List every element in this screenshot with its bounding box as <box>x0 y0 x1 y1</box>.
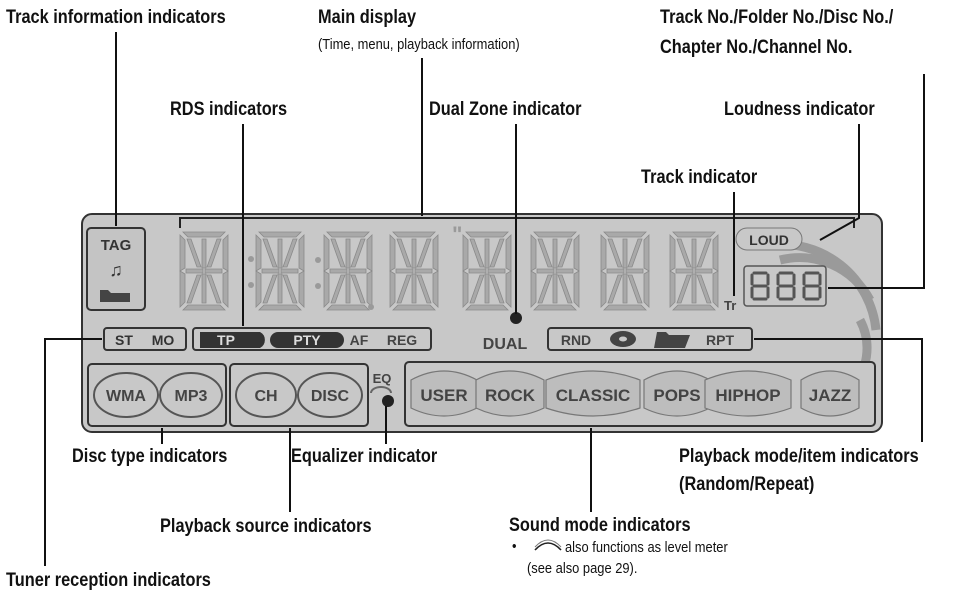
sound-mode-arc-jazz <box>800 370 860 417</box>
reg-indicator: REG <box>387 332 417 348</box>
sound-note-line2: (see also page 29). <box>527 560 638 577</box>
pty-indicator: PTY <box>293 332 321 348</box>
tr-indicator: Tr <box>724 298 736 313</box>
sound-mode-label-hiphop: HIPHOP <box>715 386 780 405</box>
music-note-icon: ♫ <box>109 260 123 280</box>
disc-oval <box>297 372 363 418</box>
label-disc-type: Disc type indicators <box>72 446 228 467</box>
label-tuner: Tuner reception indicators <box>6 570 211 591</box>
mp3-indicator: MP3 <box>175 388 208 405</box>
segment-digit-5 <box>530 231 580 311</box>
label-sound-mode: Sound mode indicators <box>509 515 691 536</box>
sound-mode-arc-hiphop <box>704 370 792 417</box>
segment-digit-7 <box>669 231 719 311</box>
track-digit-1 <box>776 271 796 301</box>
ch-indicator: CH <box>254 388 277 405</box>
label-loudness: Loudness indicator <box>724 99 875 120</box>
sound-mode-label-jazz: JAZZ <box>809 386 852 405</box>
sound-mode-label-classic: CLASSIC <box>556 386 631 405</box>
sound-note-bullet: • <box>512 538 517 555</box>
main-display-segments <box>179 231 719 311</box>
level-meter-arc-icon <box>534 542 562 551</box>
eq-indicator: EQ <box>373 371 392 386</box>
level-meter-arc-outline <box>534 539 562 548</box>
colon2-dot-upper <box>315 257 321 263</box>
leader-loudness <box>819 124 860 241</box>
segment-digit-4 <box>462 231 512 311</box>
sound-mode-pops: POPS <box>643 370 711 417</box>
label-track-no-2: Chapter No./Channel No. <box>660 37 853 58</box>
label-equalizer: Equalizer indicator <box>291 446 438 467</box>
segment-digit-1 <box>255 231 305 311</box>
leader-track-no <box>828 74 925 289</box>
loud-indicator: LOUD <box>749 232 789 248</box>
tp-indicator: TP <box>217 332 235 348</box>
leader-lines <box>44 32 925 566</box>
segment-digit-6 <box>600 231 650 311</box>
eq-arc <box>370 386 392 394</box>
sound-mode-group: USER ROCK CLASSIC POPS HIPHOP JAZZ <box>410 370 860 417</box>
tp-pill <box>200 332 265 348</box>
label-dual-zone: Dual Zone indicator <box>429 99 582 120</box>
loud-box <box>735 227 803 251</box>
sound-mode-label-pops: POPS <box>653 386 700 405</box>
st-indicator: ST <box>115 332 133 348</box>
eq-pointer-dot <box>382 395 394 407</box>
wma-oval <box>93 372 159 418</box>
segment-digit-2 <box>323 231 373 311</box>
sound-note-line1: also functions as level meter <box>565 539 728 556</box>
rnd-indicator: RND <box>561 332 591 348</box>
sound-mode-arc-classic <box>545 370 641 417</box>
track-digit-0 <box>750 271 770 301</box>
label-main-display-sub: (Time, menu, playback information) <box>318 36 520 53</box>
mp3-oval <box>159 372 223 418</box>
colon-dot-lower <box>248 282 254 288</box>
label-main-display: Main display <box>318 7 417 28</box>
label-rds: RDS indicators <box>170 99 288 120</box>
sound-mode-arc-rock <box>475 370 545 417</box>
disc-icon <box>610 331 636 347</box>
sound-mode-user: USER <box>410 370 478 417</box>
dual-pointer-dot <box>510 312 522 324</box>
dual-indicator: DUAL <box>483 336 528 353</box>
label-track-indicator: Track indicator <box>641 167 758 188</box>
colon-dot-upper <box>248 256 254 262</box>
disc-indicator: DISC <box>311 388 350 405</box>
folder-mode-icon <box>654 332 690 348</box>
colon2-dot-lower <box>315 283 321 289</box>
track-info-box <box>86 227 146 311</box>
tag-indicator: TAG <box>101 237 132 254</box>
decimal-dot <box>368 304 374 310</box>
double-prime-mark: " <box>452 222 462 247</box>
segment-digit-0 <box>179 231 229 311</box>
track-digit-2 <box>802 271 822 301</box>
leader-tuner <box>44 338 102 566</box>
sound-mode-label-user: USER <box>420 386 467 405</box>
folder-icon <box>100 290 130 302</box>
pty-pill <box>270 332 344 348</box>
mo-indicator: MO <box>152 332 175 348</box>
label-playback-mode-1: Playback mode/item indicators <box>679 446 919 467</box>
playback-mode-box <box>547 327 753 351</box>
sound-mode-jazz: JAZZ <box>800 370 860 417</box>
wma-indicator: WMA <box>106 388 146 405</box>
sound-mode-hiphop: HIPHOP <box>704 370 792 417</box>
af-indicator: AF <box>350 332 369 348</box>
sound-mode-rock: ROCK <box>475 370 545 417</box>
track-number-digits <box>750 271 822 301</box>
sound-mode-classic: CLASSIC <box>545 370 641 417</box>
ch-oval <box>235 372 297 418</box>
sound-mode-label-rock: ROCK <box>485 386 536 405</box>
tuner-box <box>103 327 187 351</box>
rpt-indicator: RPT <box>706 332 734 348</box>
leader-playback-mode <box>754 338 923 442</box>
label-track-no-1: Track No./Folder No./Disc No./ <box>660 7 894 28</box>
label-playback-source: Playback source indicators <box>160 516 372 537</box>
segment-digit-3 <box>389 231 439 311</box>
label-playback-mode-2: (Random/Repeat) <box>679 474 815 495</box>
label-track-info: Track information indicators <box>6 7 226 28</box>
